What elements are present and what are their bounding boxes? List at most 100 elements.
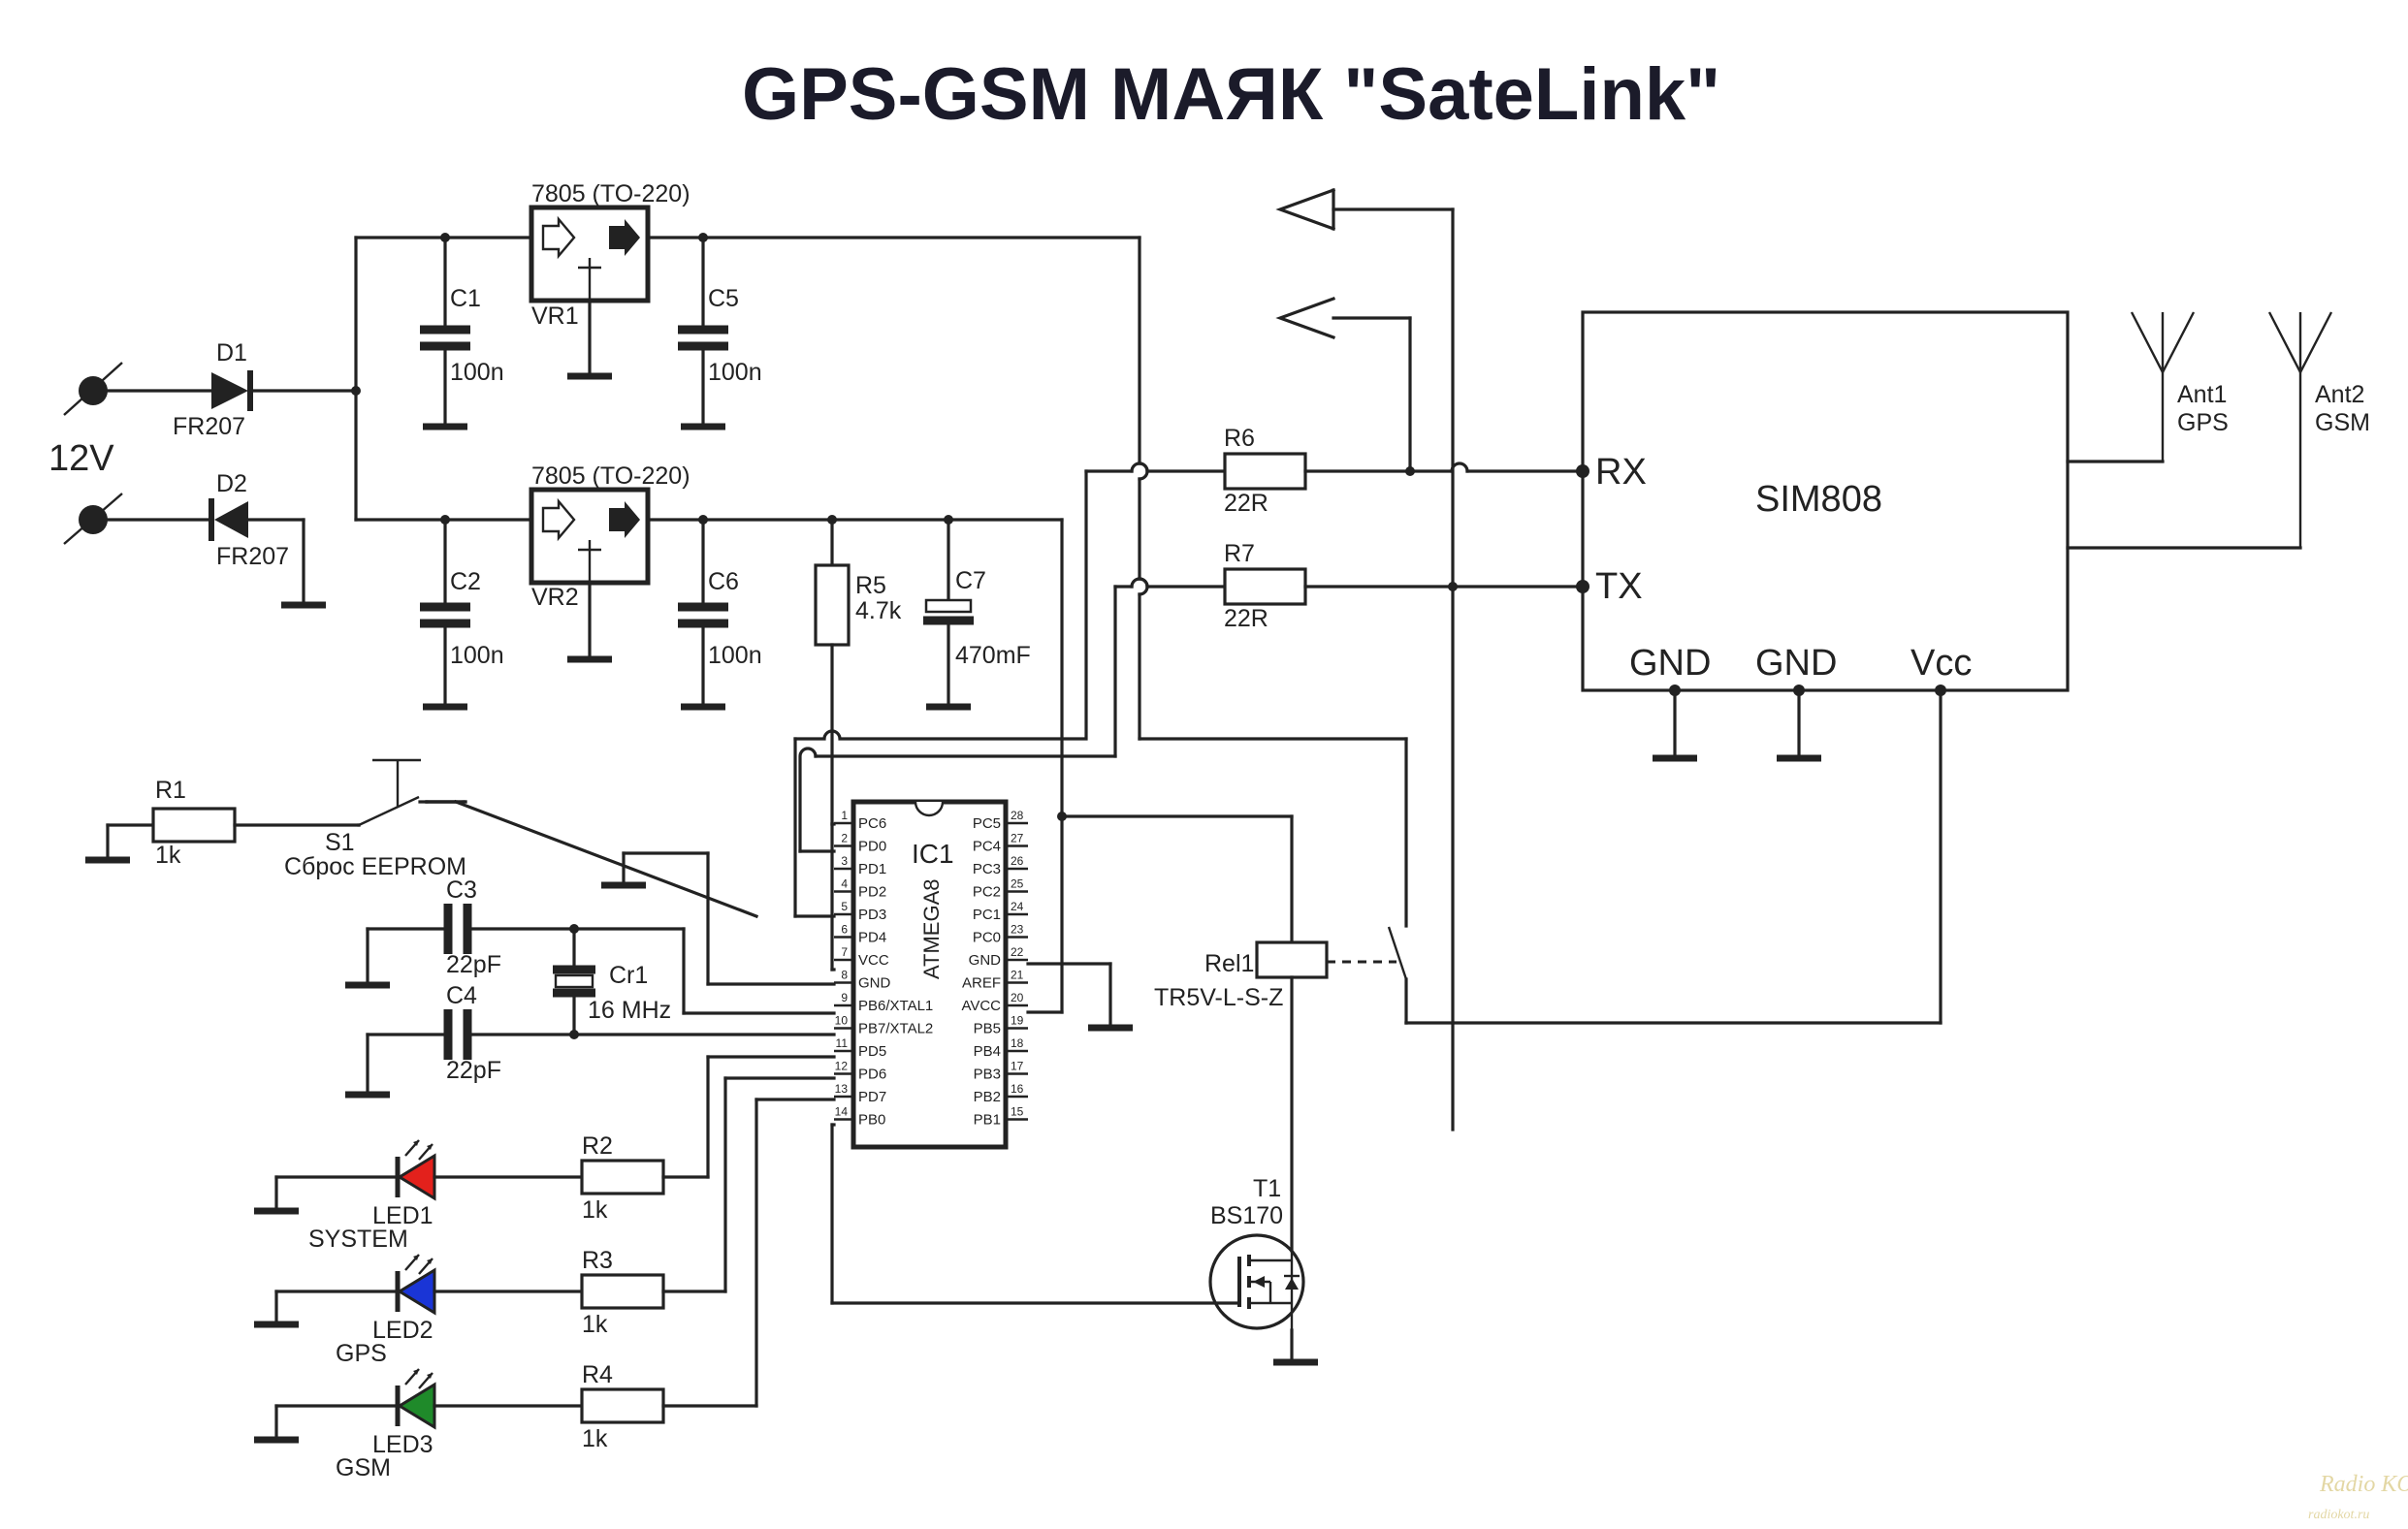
- mcu-pin-number: 8: [841, 969, 848, 982]
- mcu-pin-number: 9: [841, 991, 848, 1004]
- c6-value: 100n: [708, 642, 762, 669]
- c4-ref: C4: [446, 982, 477, 1009]
- antenna-ant1: Ant1 GPS: [2066, 311, 2229, 463]
- mcu-ref: IC1: [912, 839, 954, 869]
- r5-ref: R5: [855, 572, 886, 599]
- mcu-pin-name: PB7/XTAL2: [858, 1021, 933, 1037]
- mcu-pin-number: 14: [835, 1105, 849, 1119]
- mcu-pin-name: PD0: [858, 839, 886, 855]
- mcu-pin-name: AREF: [962, 975, 1001, 992]
- signal-arrow-upper: [1275, 187, 1455, 1131]
- mcu-pin-number: 20: [1011, 991, 1024, 1004]
- mcu-pin-number: 22: [1011, 945, 1024, 959]
- t1-ref: T1: [1253, 1175, 1281, 1202]
- mcu-pin-name: PB2: [974, 1089, 1001, 1105]
- r2-value: 1k: [582, 1196, 608, 1224]
- mcu-pin-number: 26: [1011, 854, 1024, 868]
- mcu-pin-number: 16: [1011, 1082, 1024, 1096]
- mcu-pin-name: PD3: [858, 907, 886, 923]
- r6-ref: R6: [1224, 425, 1255, 452]
- mcu-pin-name: PB6/XTAL1: [858, 998, 933, 1014]
- vr1-ref: VR1: [531, 303, 579, 330]
- mcu-pin-number: 7: [841, 945, 848, 959]
- mcu-pin-name: PD1: [858, 861, 886, 877]
- r7-ref: R7: [1224, 540, 1255, 567]
- mosfet-t1: T1 BS170: [830, 1123, 1318, 1366]
- signal-arrow-lower: [1275, 296, 1412, 470]
- mcu-pin-number: 23: [1011, 923, 1024, 937]
- mcu-pin-number: 1: [841, 809, 848, 822]
- capacitor-c7: C7 470mF: [923, 515, 1031, 711]
- mcu-pin-number: 21: [1011, 969, 1024, 982]
- r5-value: 4.7k: [855, 597, 902, 624]
- regulator-vr2: 7805 (TO-220) VR2: [529, 462, 690, 663]
- mcu-pin-name: PC5: [973, 815, 1001, 832]
- c1-value: 100n: [450, 359, 504, 386]
- mcu-pin-number: 19: [1011, 1014, 1024, 1028]
- cr1-ref: Cr1: [609, 962, 648, 989]
- c3-ref: C3: [446, 876, 477, 904]
- vr1-value: 7805 (TO-220): [531, 180, 690, 207]
- s1-label: Сброс EEPROM: [284, 853, 466, 880]
- capacitor-c6: C6 100n: [678, 515, 762, 711]
- mcu-pin-name: GND: [969, 952, 1002, 969]
- mcu-pin-number: 24: [1011, 900, 1024, 913]
- mcu-pin-number: 4: [841, 877, 848, 891]
- c4-value: 22pF: [446, 1057, 501, 1084]
- crystal-cr1: C3 22pF C4 22pF Cr1 16 MHz: [345, 876, 836, 1099]
- capacitor-c5: C5 100n: [678, 233, 762, 430]
- mcu-pin-name: PC2: [973, 884, 1001, 901]
- sim808-rx-label: RX: [1595, 452, 1647, 493]
- diagram-title: GPS-GSM МАЯК "SateLink": [742, 53, 1720, 136]
- led3-gsm: R4 1k LED3 GSM: [254, 1098, 836, 1481]
- rel1-ref: Rel1: [1204, 950, 1254, 977]
- r3-value: 1k: [582, 1311, 608, 1338]
- r3-ref: R3: [582, 1247, 613, 1274]
- r4-ref: R4: [582, 1361, 613, 1388]
- led3-ref: LED3: [372, 1431, 433, 1458]
- watermark-line1: Radio KOT: [2319, 1472, 2408, 1497]
- d1-value: FR207: [173, 413, 245, 440]
- mcu-pin-name: PC0: [973, 930, 1001, 946]
- c2-value: 100n: [450, 642, 504, 669]
- c5-ref: C5: [708, 285, 739, 312]
- mcu-pin-number: 12: [835, 1060, 849, 1073]
- mcu-pin-name: PB1: [974, 1112, 1001, 1129]
- mcu-pin-name: PB5: [974, 1021, 1001, 1037]
- mcu-pin-name: PC3: [973, 861, 1001, 877]
- c5-value: 100n: [708, 359, 762, 386]
- mcu-pin-number: 27: [1011, 832, 1024, 845]
- mcu-pin-name: PB3: [974, 1067, 1001, 1083]
- r4-value: 1k: [582, 1425, 608, 1452]
- c7-value: 470mF: [955, 642, 1031, 669]
- reset-switch-s1: R1 1k S1 Сброс EEPROM: [85, 758, 467, 880]
- d2-ref: D2: [216, 470, 247, 497]
- c7-ref: C7: [955, 567, 986, 594]
- vr2-value: 7805 (TO-220): [531, 462, 690, 490]
- mcu-pin-name: PB4: [974, 1043, 1001, 1060]
- resistor-r5: R5 4.7k: [814, 515, 902, 826]
- mcu-pin-number: 18: [1011, 1036, 1024, 1050]
- r1-value: 1k: [155, 842, 181, 869]
- mcu-pin-name: PD6: [858, 1067, 886, 1083]
- mcu-pin-name: PD5: [858, 1043, 886, 1060]
- led1-ref: LED1: [372, 1202, 433, 1229]
- mcu-pin-number: 5: [841, 900, 848, 913]
- ant2-label: GSM: [2315, 409, 2370, 436]
- mcu-pin-name: PD2: [858, 884, 886, 901]
- capacitor-c2: C2 100n: [420, 515, 504, 711]
- mcu-pin-number: 2: [841, 832, 848, 845]
- relay-rel1: Rel1 TR5V-L-S-Z: [1154, 926, 1408, 1253]
- t1-value: BS170: [1210, 1202, 1283, 1229]
- mcu-pin-name: PC4: [973, 839, 1001, 855]
- mcu-pin-name: AVCC: [961, 998, 1001, 1014]
- input-voltage-label: 12V: [48, 438, 114, 479]
- mcu-pin-name: VCC: [858, 952, 889, 969]
- c3-value: 22pF: [446, 951, 501, 978]
- d1-ref: D1: [216, 339, 247, 366]
- sim808-vcc-label: Vcc: [1910, 643, 1972, 684]
- led2-ref: LED2: [372, 1317, 433, 1344]
- mcu-pin-number: 25: [1011, 877, 1024, 891]
- mcu-pin-number: 15: [1011, 1105, 1024, 1119]
- led1-system: R2 1k LED1 SYSTEM: [254, 1055, 836, 1253]
